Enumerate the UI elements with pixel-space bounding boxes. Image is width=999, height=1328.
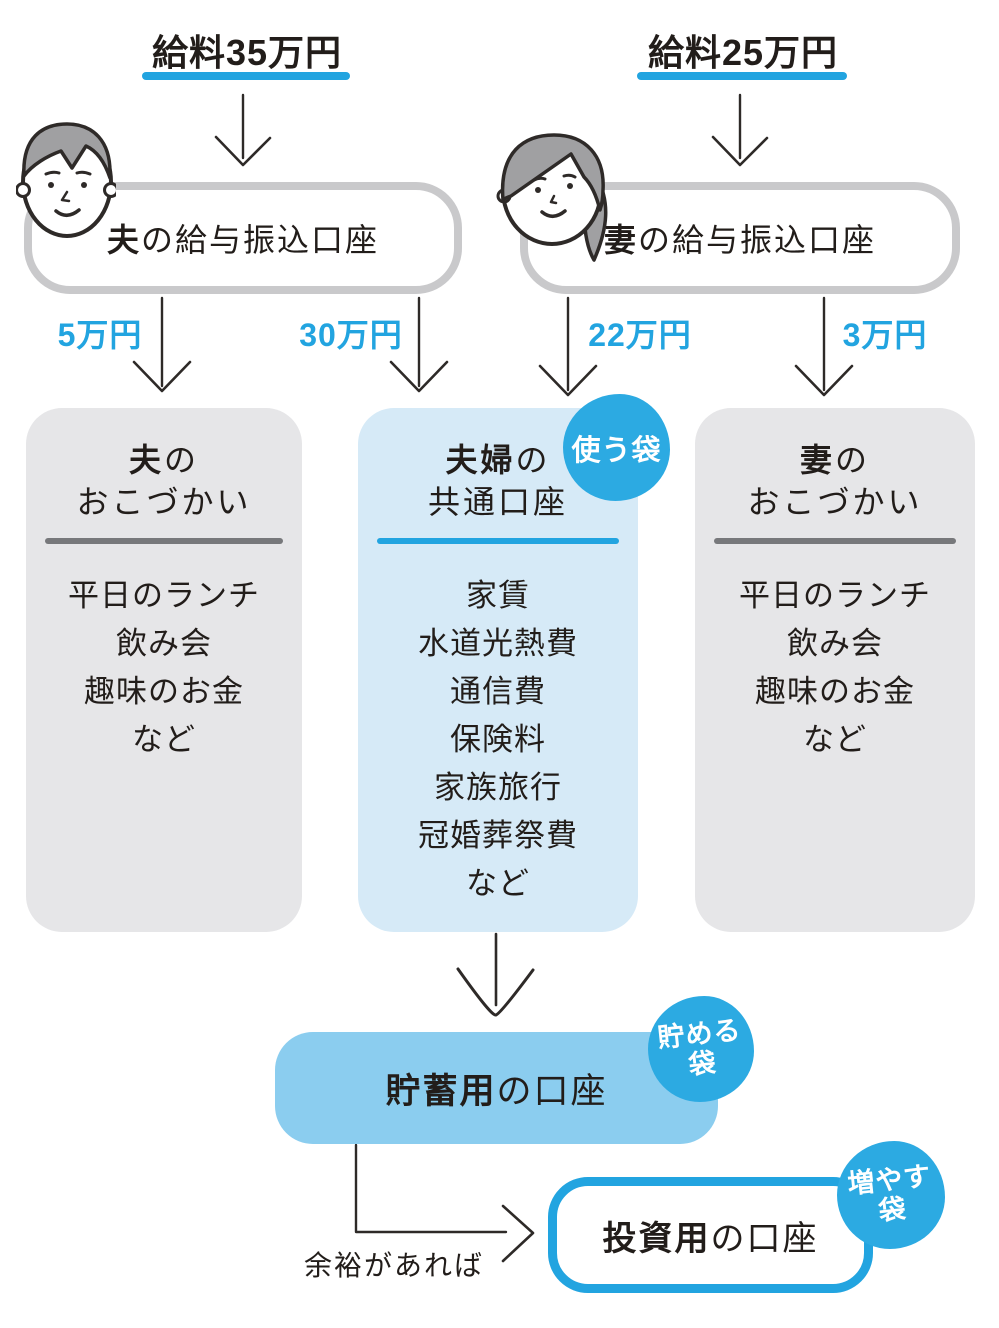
divider-line [714, 538, 956, 544]
expense-item: など [132, 722, 196, 757]
expense-item: 保険料 [450, 722, 546, 757]
husband-hair [22, 122, 112, 180]
husband-account-label: 夫の給与振込口座 [106, 222, 380, 258]
amount-husband-pocket: 5万円 [57, 317, 143, 353]
husband-pocket-subtitle: おこづかい [76, 484, 252, 520]
arrow-wife-salary [711, 93, 769, 167]
wife-pocket-title: 妻の [799, 442, 871, 478]
arrow-husband-pocket [132, 296, 192, 393]
arrow-husband-to-joint [389, 296, 449, 393]
joint-account-title: 夫婦の [445, 442, 551, 478]
expense-item: 通信費 [450, 674, 546, 709]
arrow-savings-to-investment [354, 1143, 535, 1263]
amount-wife-pocket: 3万円 [842, 317, 928, 353]
investment-account-label: 投資用の口座 [602, 1219, 819, 1258]
wife-pocket-items: 平日のランチ飲み会趣味のお金など [695, 572, 975, 764]
divider-line [45, 538, 283, 544]
husband-avatar [16, 122, 116, 238]
wife-salary-underline [637, 72, 847, 80]
expense-item: 趣味のお金 [84, 674, 244, 709]
expense-item: など [466, 866, 530, 901]
spending-bag-badge: 使う袋 [563, 394, 670, 501]
arrow-husband-salary [214, 93, 272, 167]
expense-item: 平日のランチ [68, 578, 260, 613]
savings-account-box: 貯蓄用の口座 [275, 1032, 718, 1144]
expense-item: 飲み会 [116, 626, 212, 661]
condition-label: 余裕があれば [303, 1250, 484, 1281]
divider-line [377, 538, 619, 544]
amount-wife-to-joint: 22万円 [588, 317, 692, 353]
wife-avatar [496, 133, 608, 262]
arrow-wife-pocket [794, 296, 854, 397]
investment-account-box: 投資用の口座 [548, 1177, 873, 1293]
arrow-wife-to-joint [538, 296, 598, 397]
wife-account-label: 妻の給与振込口座 [603, 222, 877, 258]
arrow-joint-to-savings [456, 932, 535, 1017]
joint-account-items: 家賃水道光熱費通信費保険料家族旅行冠婚葬祭費など [358, 572, 638, 908]
husband-salary-underline [142, 72, 350, 80]
wife-pocket-box: 妻の おこづかい 平日のランチ飲み会趣味のお金など [695, 408, 975, 932]
expense-item: 家族旅行 [434, 770, 562, 805]
growing-bag-badge: 増やす袋 [837, 1141, 945, 1249]
expense-item: 趣味のお金 [755, 674, 915, 709]
expense-item: 平日のランチ [739, 578, 931, 613]
wife-salary-label: 給料25万円 [647, 32, 839, 73]
expense-item: 冠婚葬祭費 [418, 818, 578, 853]
wife-pocket-subtitle: おこづかい [747, 484, 923, 520]
amount-husband-to-joint: 30万円 [299, 317, 403, 353]
husband-pocket-title: 夫の [128, 442, 200, 478]
expense-item: 飲み会 [787, 626, 883, 661]
expense-item: 家賃 [466, 578, 530, 613]
husband-pocket-box: 夫の おこづかい 平日のランチ飲み会趣味のお金など [26, 408, 302, 932]
expense-item: 水道光熱費 [418, 626, 578, 661]
savings-account-label: 貯蓄用の口座 [385, 1071, 608, 1111]
husband-pocket-items: 平日のランチ飲み会趣味のお金など [26, 572, 302, 764]
joint-account-subtitle: 共通口座 [427, 484, 568, 520]
expense-item: など [803, 722, 867, 757]
wife-hair [500, 133, 605, 212]
husband-salary-label: 給料35万円 [151, 32, 343, 73]
saving-bag-badge: 貯める袋 [648, 996, 754, 1102]
